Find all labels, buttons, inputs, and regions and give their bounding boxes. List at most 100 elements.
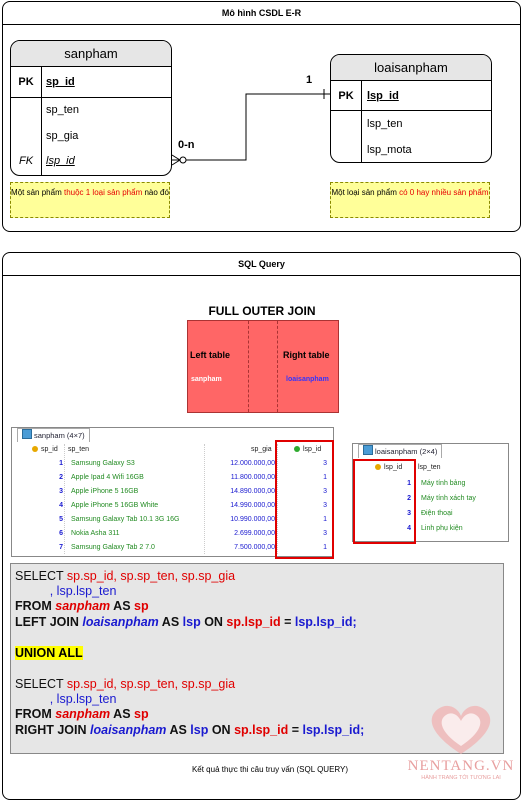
sql-line: UNION ALL <box>15 646 83 662</box>
table-row[interactable]: 1 Máy tính bảng <box>353 477 508 491</box>
grid-sanpham-tab-label: sanpham (4×7) <box>34 431 85 440</box>
sql-line: , lsp.lsp_ten <box>15 584 117 600</box>
sql-condition: lsp.lsp_id; <box>294 615 357 629</box>
sql-code-block[interactable]: SELECT sp.sp_id, sp.sp_ten, sp.sp_gia , … <box>10 563 504 754</box>
sql-columns: , lsp.lsp_ten <box>15 692 117 706</box>
watermark-tagline: HÀNH TRANG TỚI TƯƠNG LAI <box>421 775 501 781</box>
note-left-text: Một sản phẩm <box>11 188 64 197</box>
note-right-text: Một loại sản phẩm <box>331 188 400 197</box>
join-left-table: sanpham <box>191 376 222 383</box>
cell-lsp_ten: Linh phụ kiện <box>421 525 463 532</box>
header-sp_gia: sp_gia <box>251 446 272 453</box>
sql-keyword: ON <box>208 723 235 737</box>
highlight-lsp_id-column <box>275 440 334 559</box>
sql-line: FROM sanpham AS sp <box>15 599 149 615</box>
header-lsp_ten: lsp_ten <box>418 464 441 471</box>
grid-loaisanpham[interactable]: loaisanpham (2×4) lsp_id lsp_ten 1 Máy t… <box>352 443 509 542</box>
sql-keyword: ON <box>200 615 227 629</box>
cell-lsp_id: 3 <box>323 460 327 467</box>
sql-keyword: LEFT JOIN <box>15 615 83 629</box>
cell-sp_id: 2 <box>59 474 63 481</box>
fk-field-lsp_id: lsp_id <box>46 155 75 167</box>
sql-line: FROM sanpham AS sp <box>15 707 149 723</box>
header-lsp_id: lsp_id <box>384 464 403 471</box>
cell-sp_id: 6 <box>59 530 63 537</box>
cell-sp_gia: 12.000.000,00 <box>230 460 275 467</box>
crows-foot <box>171 159 181 166</box>
join-overlap-divider <box>248 321 249 412</box>
note-left-highlight: thuộc 1 loại sản phẩm <box>63 188 143 197</box>
table-row[interactable]: 4 Linh phụ kiện <box>353 522 508 536</box>
field-lsp_ten: lsp_ten <box>367 118 403 130</box>
cell-sp_gia: 14.890.000,00 <box>230 488 275 495</box>
join-overlap-divider <box>277 321 278 412</box>
sql-keyword: SELECT <box>15 677 64 691</box>
cell-sp_gia: 11.800.000,00 <box>230 474 275 481</box>
divider <box>11 97 171 98</box>
cell-sp_ten: Apple Ipad 4 Wifi 16GB <box>71 474 144 481</box>
sql-table: sanpham <box>55 707 111 721</box>
pk-field-sp_id: sp_id <box>46 76 75 88</box>
pk-label: PK <box>18 76 34 88</box>
table-row[interactable]: 4 Apple iPhone 5 16GB White 14.990.000,0… <box>12 499 333 513</box>
sql-condition: sp.lsp_id <box>226 615 281 629</box>
key-icon <box>32 446 38 452</box>
crows-foot <box>171 154 181 161</box>
zero-circle <box>179 156 187 164</box>
cell-lsp_id: 3 <box>323 488 327 495</box>
sql-keyword: AS <box>166 723 191 737</box>
entity-sanpham[interactable]: sanpham PK sp_id sp_ten sp_gia FK lsp_id <box>10 40 172 176</box>
table-row[interactable]: 6 Nokia Asha 311 2.699.000,00 3 <box>12 527 333 541</box>
divider <box>331 110 491 111</box>
table-row[interactable]: 1 Samsung Galaxy S3 12.000.000,00 3 <box>12 457 333 471</box>
sql-line: RIGHT JOIN loaisanpham AS lsp ON sp.lsp_… <box>15 723 364 739</box>
sql-keyword: FROM <box>15 599 56 613</box>
grid-loaisanpham-tab[interactable]: loaisanpham (2×4) <box>358 444 443 458</box>
entity-loaisanpham[interactable]: loaisanpham PK lsp_id lsp_ten lsp_mota <box>330 54 492 163</box>
cell-sp_id: 7 <box>59 544 63 551</box>
cell-sp_ten: Apple iPhone 5 16GB <box>71 488 139 495</box>
cell-lsp_id: 1 <box>407 480 411 487</box>
table-icon <box>22 429 32 439</box>
result-caption: Kết quả thực thi câu truy vấn (SQL QUERY… <box>191 765 349 774</box>
header-cell: lsp_id <box>375 461 402 475</box>
cell-sp_ten: Samsung Galaxy Tab 10.1 3G 16G <box>71 516 180 523</box>
join-right-table: loaisanpham <box>286 376 329 383</box>
grid-sanpham[interactable]: sanpham (4×7) sp_id sp_ten sp_gia lsp_id… <box>11 427 334 557</box>
header-lsp_id: lsp_id <box>303 446 322 453</box>
sql-alias: lsp <box>190 723 209 737</box>
column-divider <box>204 444 205 554</box>
entity-sanpham-name: sanpham <box>11 41 171 67</box>
er-panel-title: Mô hình CSDL E-R <box>3 2 520 25</box>
table-row[interactable]: 5 Samsung Galaxy Tab 10.1 3G 16G 10.990.… <box>12 513 333 527</box>
cell-sp_gia: 2.699.000,00 <box>234 530 275 537</box>
pk-field-lsp_id: lsp_id <box>367 90 399 102</box>
cardinality-one: 1 <box>306 74 313 86</box>
note-left: Một sản phẩm thuộc 1 loại sản phẩm nào đ… <box>10 182 170 218</box>
cell-lsp_ten: Điện thoại <box>421 510 453 517</box>
cell-sp_ten: Samsung Galaxy Tab 2 7.0 <box>71 544 155 551</box>
table-row[interactable]: 2 Apple Ipad 4 Wifi 16GB 11.800.000,00 1 <box>12 471 333 485</box>
sql-union: UNION ALL <box>15 646 83 660</box>
cell-sp_id: 5 <box>59 516 63 523</box>
field-sp_ten: sp_ten <box>46 104 80 116</box>
sql-keyword: AS <box>158 615 183 629</box>
header-cell: lsp_id <box>294 443 321 457</box>
cell-sp_gia: 10.990.000,00 <box>230 516 275 523</box>
table-row[interactable]: 7 Samsung Galaxy Tab 2 7.0 7.500.000,00 … <box>12 541 333 555</box>
table-row[interactable]: 3 Điện thoại <box>353 507 508 521</box>
join-diagram: Left table Right table sanpham loaisanph… <box>187 320 339 413</box>
column-divider <box>64 444 65 554</box>
field-lsp_mota: lsp_mota <box>367 144 412 156</box>
watermark-brand: NENTANG.VN <box>407 758 515 774</box>
grid-sanpham-tab[interactable]: sanpham (4×7) <box>17 428 90 442</box>
table-row[interactable]: 3 Apple iPhone 5 16GB 14.890.000,00 3 <box>12 485 333 499</box>
sql-operator: = <box>280 615 295 629</box>
table-row[interactable]: 2 Máy tính xách tay <box>353 492 508 506</box>
relationship-line <box>172 93 330 161</box>
header-sp_ten: sp_ten <box>68 446 90 453</box>
sql-alias: sp <box>134 599 149 613</box>
header-cell: sp_id <box>32 443 58 457</box>
sql-columns: , lsp.lsp_ten <box>15 584 117 598</box>
cell-lsp_id: 3 <box>407 510 411 517</box>
